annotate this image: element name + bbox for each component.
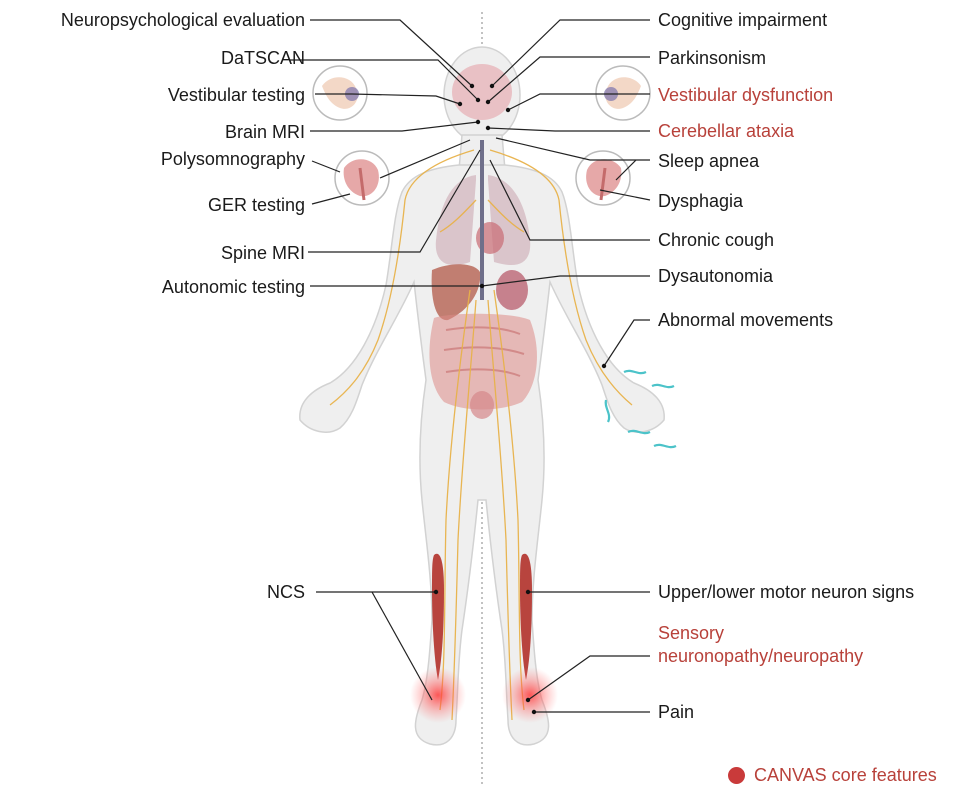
label-sensory: Sensory (658, 622, 724, 644)
label-upper-lower-motor-neuron-signs: Upper/lower motor neuron signs (658, 581, 914, 603)
right-ankle-highlight (502, 667, 558, 723)
leader-abnormal-movements (604, 320, 650, 366)
label-pain: Pain (658, 701, 694, 723)
label-brain-mri: Brain MRI (225, 121, 305, 143)
label-chronic-cough: Chronic cough (658, 229, 774, 251)
label-cerebellar-ataxia: Cerebellar ataxia (658, 120, 794, 142)
leader-ncs-2 (372, 592, 432, 700)
leader-cerebellar (488, 128, 650, 131)
brain-region (452, 64, 512, 120)
ear-inset-right (596, 66, 650, 120)
label-ger-testing: GER testing (208, 194, 305, 216)
label-spine-mri: Spine MRI (221, 242, 305, 264)
label-abnormal-movements: Abnormal movements (658, 309, 833, 331)
legend-label: CANVAS core features (754, 765, 937, 786)
label-autonomic-testing: Autonomic testing (162, 276, 305, 298)
leader-polysomnography (312, 161, 340, 172)
label-dysautonomia: Dysautonomia (658, 265, 773, 287)
label-vestibular-testing: Vestibular testing (168, 84, 305, 106)
leader-sleep-apnea (496, 138, 650, 160)
label-neuropsychological-evaluation: Neuropsychological evaluation (61, 9, 305, 31)
stomach (496, 270, 528, 310)
label-dysphagia: Dysphagia (658, 190, 743, 212)
label-parkinsonism: Parkinsonism (658, 47, 766, 69)
label-datscan: DaTSCAN (221, 47, 305, 69)
label-cognitive-impairment: Cognitive impairment (658, 9, 827, 31)
ear-inset-left (313, 66, 367, 120)
label-neuronopathy-neuropathy: neuronopathy/neuropathy (658, 645, 863, 667)
legend-core-dot-icon (728, 767, 745, 784)
label-sleep-apnea: Sleep apnea (658, 150, 759, 172)
label-vestibular-dysfunction: Vestibular dysfunction (658, 84, 833, 106)
bladder (470, 391, 494, 419)
legend: CANVAS core features (728, 764, 937, 786)
label-ncs: NCS (267, 581, 305, 603)
label-polysomnography: Polysomnography (161, 148, 305, 170)
